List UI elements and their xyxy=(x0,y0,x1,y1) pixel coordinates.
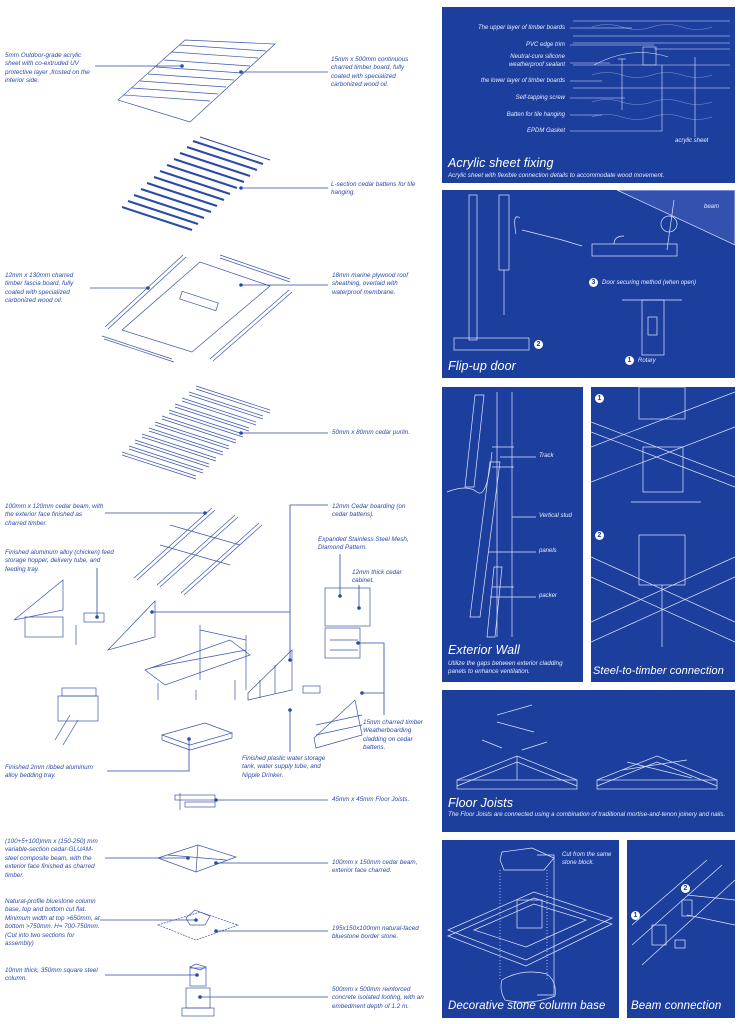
securing-method-text: Door securing method (when open) xyxy=(602,280,697,287)
battens-drawing xyxy=(121,136,271,231)
door-badge-2: 2 xyxy=(534,340,547,349)
panel-steel-to-timber: 1 2 Steel-to-timber connection xyxy=(591,387,735,682)
exterior-wall-drawing xyxy=(446,392,536,638)
steel-column-footing-drawing xyxy=(181,963,215,1017)
label-floor-joists: 45mm x 45mm Floor Joists. xyxy=(332,796,410,803)
label-fascia: 12mm x 130mm charred timber fascia board… xyxy=(5,272,74,305)
detail-label-pvc-trim: PVC edge trim xyxy=(525,42,565,48)
roof-boards-drawing xyxy=(117,39,276,123)
number-badge-3: 3 xyxy=(589,278,598,287)
ramp-tray-drawing xyxy=(54,687,99,746)
bedding-tray-drawing xyxy=(160,722,234,751)
label-cabinet: 12mm thick cedar cabinet. xyxy=(352,569,402,585)
beam-badge-2: 2 xyxy=(681,880,694,898)
label-feeder: Finished aluminum alloy (chicken) feed s… xyxy=(5,549,114,573)
stone-label-cut: Cut from the same stone block. xyxy=(562,852,612,866)
detail-label-upper-timber: The upper layer of timber boards xyxy=(477,25,565,31)
label-cedar-beam: 100mm x 120mm cedar beam, with the exter… xyxy=(5,503,104,527)
number-badge-1: 1 xyxy=(625,356,634,365)
label-bluestone-base: Natural-profile bluestone column base, t… xyxy=(5,898,100,948)
flip-up-door-drawing xyxy=(453,190,735,356)
wall-label-packer: packer xyxy=(539,593,558,599)
number-badge-2: 2 xyxy=(534,340,543,349)
panel-beam-connection: 2 1 Beam connection xyxy=(627,840,735,1018)
floor-joists-detail-drawing xyxy=(456,704,718,790)
door-label-rotary: 1 Rotary xyxy=(625,356,656,365)
number-badge-1: 1 xyxy=(631,911,640,921)
label-purlin: 50mm x 80mm cedar purlin. xyxy=(332,429,411,436)
panel-title: Acrylic sheet fixing xyxy=(448,156,554,170)
steel-badge-1: 1 xyxy=(595,390,608,408)
floor-joists-drawing xyxy=(174,793,216,810)
label-mesh: Expanded Stainless Steel Mesh, Diamond P… xyxy=(318,536,409,552)
panel-title: Flip-up door xyxy=(448,359,516,373)
beam-frame-drawing xyxy=(133,507,263,596)
purlins-drawing xyxy=(121,385,271,480)
label-border-stone: 195x150x100mm natural-faced bluestone bo… xyxy=(332,925,419,941)
label-plywood: 18mm marine plywood roof sheathing, over… xyxy=(332,272,408,296)
detail-label-screw: Self-tapping screw xyxy=(515,95,565,101)
number-badge-1: 1 xyxy=(595,394,604,404)
rotary-text: Rotary xyxy=(638,358,656,365)
steel-badge-2: 2 xyxy=(595,527,608,545)
label-battens: L-section cedar battens for tile hanging… xyxy=(331,181,416,197)
panel-floor-joists: Floor Joists The Floor Joists are connec… xyxy=(442,690,735,832)
detail-label-batten: Batten for tile hanging xyxy=(506,112,565,118)
panel-exterior-wall: Track Vertical stud panels packer Exteri… xyxy=(442,387,583,682)
beam-badge-1: 1 xyxy=(631,907,644,925)
coop-frame-drawing xyxy=(106,600,251,700)
label-cedar-beam-150: 100mm x 150mm cedar beam, exterior face … xyxy=(332,859,418,875)
plywood-sheathing-drawing xyxy=(101,254,293,363)
label-cedar-boarding: 12mm Cedar boarding (on cedar battens). xyxy=(332,503,406,519)
steel-to-timber-drawing xyxy=(591,387,735,647)
cladding-drawing xyxy=(247,587,371,749)
bluestone-base-drawing xyxy=(156,909,240,941)
label-acrylic-sheet: 5mm Outdoor-grade acrylic sheet with co-… xyxy=(5,52,90,85)
detail-label-epdm-gasket: EPDM Gasket xyxy=(526,128,565,134)
label-composite-beam: (100+5+100)mm x (150-250) mm variable-se… xyxy=(5,838,98,879)
label-water-tank: Finished plastic water storage tank, wat… xyxy=(242,755,326,779)
panel-title: Steel-to-timber connection xyxy=(593,665,724,677)
acrylic-fixing-detail-drawing xyxy=(570,20,730,137)
composite-beam-drawing xyxy=(156,844,238,873)
panel-description: Utilize the gaps between exterior claddi… xyxy=(448,660,563,675)
wall-label-vertical-stud: Vertical stud xyxy=(539,513,572,519)
stone-column-base-drawing xyxy=(447,847,613,1003)
label-steel-column: 10mm thick, 350mm square steel column. xyxy=(5,967,98,983)
panel-title: Beam connection xyxy=(631,1000,722,1012)
label-weatherboarding: 15mm charred timber Weatherboarding clad… xyxy=(363,719,423,752)
detail-label-silicone-sealant: Neutral-cure silicone weatherproof seala… xyxy=(508,54,565,68)
wall-label-panels: panels xyxy=(539,548,557,554)
beam-connection-drawing xyxy=(631,859,735,966)
door-label-securing: 3 Door securing method (when open) xyxy=(589,278,696,287)
panel-flip-up-door: beam 3 Door securing method (when open) 2… xyxy=(442,190,735,378)
panel-description: The Floor Joists are connected using a c… xyxy=(448,811,726,818)
exploded-axonometric-drawing xyxy=(13,39,385,1017)
feeder-drawing xyxy=(13,579,105,645)
panel-title: Floor Joists xyxy=(448,796,514,810)
label-timber-board: 15mm x 500mm continuous charred timber b… xyxy=(331,56,409,89)
detail-label-lower-timber: the lower layer of timber boards xyxy=(480,78,565,84)
panel-description: Acrylic sheet with flexible connection d… xyxy=(448,172,665,179)
number-badge-2: 2 xyxy=(681,884,690,894)
door-label-beam: beam xyxy=(704,204,720,210)
panel-title: Decorative stone column base xyxy=(448,1000,606,1012)
label-footing: 500mm x 500mm reinforced concrete isolat… xyxy=(332,986,424,1010)
detail-label-acrylic-sheet: acrylic sheet xyxy=(675,138,709,144)
label-bedding-tray: Finished 2mm ribbed aluminum alloy beddi… xyxy=(5,764,93,780)
panel-stone-column-base: Cut from the same stone block. Decorativ… xyxy=(442,840,619,1018)
panel-title: Exterior Wall xyxy=(448,643,520,657)
number-badge-2: 2 xyxy=(595,531,604,541)
leader-lines xyxy=(90,64,385,999)
panel-acrylic-sheet-fixing: The upper layer of timber boards PVC edg… xyxy=(442,7,735,183)
wall-label-track: Track xyxy=(539,453,554,459)
